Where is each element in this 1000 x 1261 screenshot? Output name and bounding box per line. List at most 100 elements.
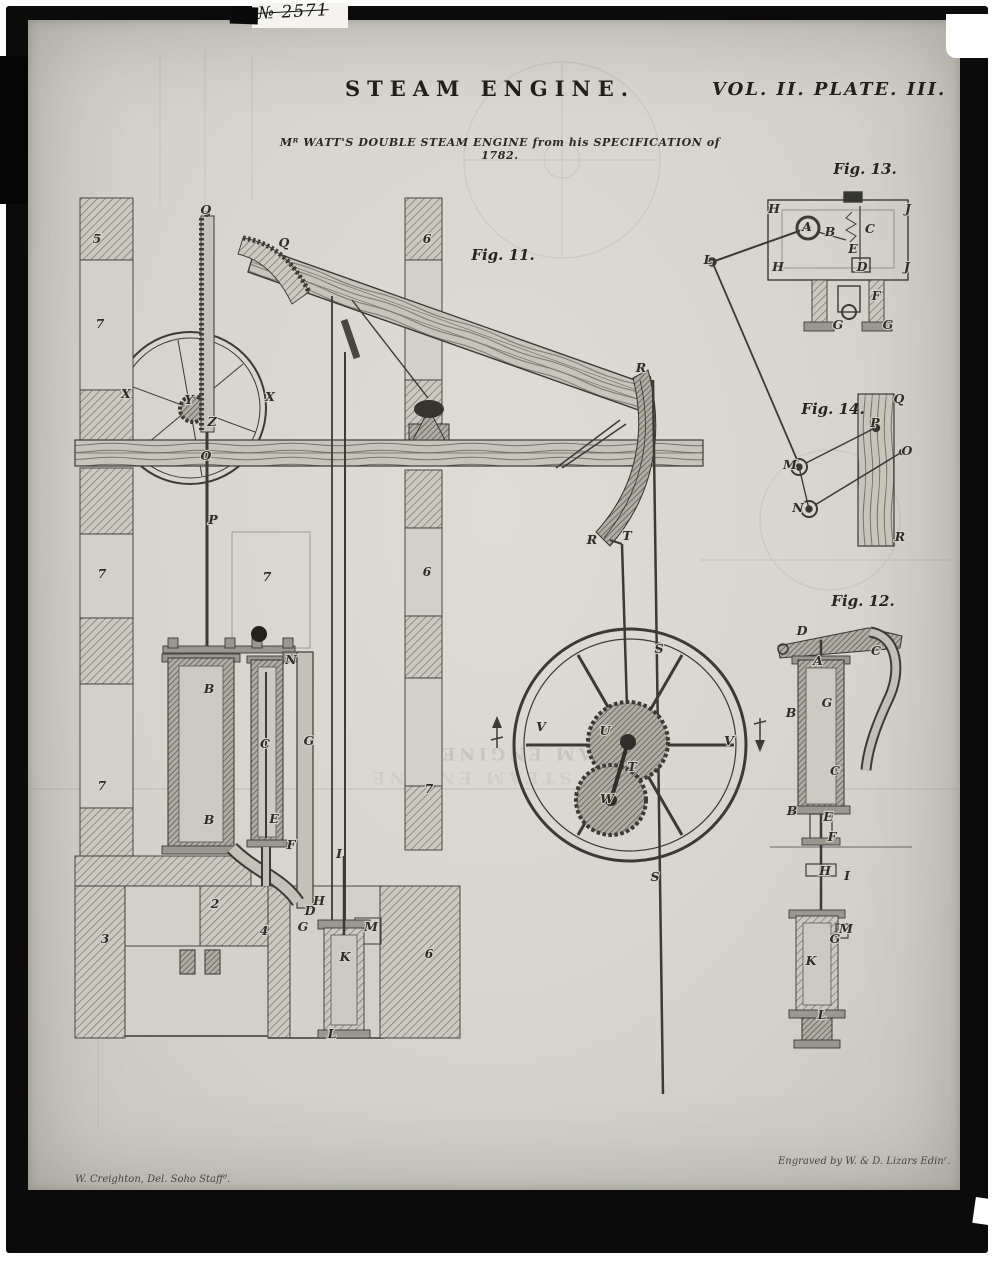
label-fig13-L: L — [703, 252, 713, 267]
label-fig11-W: W — [600, 791, 616, 806]
handwritten-note-background — [252, 3, 348, 28]
label-fig14-R: R — [894, 529, 905, 544]
handwritten-note-blob — [229, 6, 259, 25]
plate-subtitle: Mᴿ WATT'S DOUBLE STEAM ENGINE from his S… — [279, 136, 721, 162]
label-numbers-4: 4 — [260, 923, 269, 938]
label-fig11-S: S — [650, 869, 659, 884]
fig11-label: Fig. 11. — [471, 246, 535, 264]
label-fig13-J: J — [903, 201, 912, 216]
label-fig12-I: I — [843, 868, 851, 883]
label-fig11-B: B — [203, 681, 215, 696]
label-fig13-G: G — [833, 317, 844, 332]
label-fig11-C: C — [260, 736, 270, 751]
label-fig13-G: G — [883, 317, 894, 332]
scan-corner-notch — [946, 14, 998, 58]
fig12-drawing — [770, 626, 912, 1049]
label-fig13-E: E — [847, 241, 858, 256]
label-fig11-X: X — [264, 389, 276, 404]
label-fig11-O: O — [201, 448, 212, 463]
sun-planet-gear — [574, 700, 670, 837]
label-fig11-Q: Q — [279, 235, 290, 250]
label-fig13-C: C — [865, 221, 875, 236]
fig14-drawing — [790, 393, 906, 547]
delineator-credit: W. Creighton, Del. Soho Staffᵈ. — [75, 1174, 231, 1185]
label-numbers-7: 7 — [98, 566, 107, 581]
label-fig11-M: M — [363, 919, 379, 934]
show-through-ghosts — [159, 50, 950, 591]
label-fig11-I: I — [335, 846, 343, 861]
foundation-right — [379, 885, 461, 1039]
label-fig12-M: M — [838, 921, 854, 936]
label-fig11-X: X — [120, 386, 132, 401]
label-fig11-R: R — [635, 360, 646, 375]
steam-pipe-g — [296, 651, 314, 909]
label-fig11-L: L — [327, 1026, 337, 1041]
label-fig12-C: C — [830, 763, 840, 778]
label-numbers-7: 7 — [425, 781, 434, 796]
label-fig13-D: D — [856, 259, 868, 274]
spring-beam — [74, 439, 704, 467]
label-fig12-F: F — [827, 829, 838, 844]
label-fig11-V: V — [536, 719, 547, 734]
label-fig11-F: F — [286, 837, 297, 852]
air-pump — [317, 856, 382, 1039]
label-fig14-O: O — [902, 443, 913, 458]
label-fig11-D: D — [304, 903, 316, 918]
label-fig12-G: G — [830, 931, 841, 946]
label-numbers-5: 5 — [93, 231, 102, 246]
fig13-label: Fig. 13. — [833, 160, 897, 178]
label-fig12-C: C — [871, 643, 881, 658]
ghost-subtitle-text: STEAM ENGINE — [368, 767, 571, 787]
plate-title: STEAM ENGINE. — [344, 76, 636, 101]
cylinder-works — [161, 626, 314, 909]
label-fig12-B: B — [785, 705, 797, 720]
label-fig13-B: B — [824, 224, 836, 239]
label-fig12-D: D — [796, 623, 808, 638]
masonry-center-wall — [404, 197, 443, 851]
scan-edge-blob — [0, 56, 28, 204]
beam-strap — [340, 318, 361, 360]
label-fig11-N: N — [284, 652, 297, 667]
label-fig14-M: M — [782, 457, 798, 472]
great-beam — [247, 245, 653, 413]
label-fig11-E: E — [268, 811, 279, 826]
label-fig13-H: H — [771, 259, 785, 274]
masonry-left-wall — [79, 197, 134, 857]
fig13-drawing — [707, 191, 909, 463]
label-fig14-N: N — [791, 500, 804, 515]
label-fig12-A: A — [812, 653, 823, 668]
label-fig11-S: S — [654, 641, 663, 656]
label-numbers-7: 7 — [98, 778, 107, 793]
label-fig11-Z: Z — [206, 414, 217, 429]
label-fig14-P: P — [869, 415, 880, 430]
fig12-label: Fig. 12. — [831, 592, 895, 610]
valve-gear-rod — [713, 265, 799, 463]
label-numbers-2: 2 — [210, 896, 220, 911]
label-fig11-Y: Y — [185, 392, 195, 407]
label-numbers-3: 3 — [101, 931, 110, 946]
label-fig11-O: O — [201, 202, 212, 217]
foundation-left — [74, 855, 269, 1039]
label-fig11-K: K — [339, 949, 352, 964]
label-fig11-G: G — [298, 919, 309, 934]
label-fig12-G: G — [822, 695, 833, 710]
label-fig11-T: T — [627, 759, 638, 774]
label-numbers-7: 7 — [96, 316, 105, 331]
label-fig13-H: H — [767, 201, 781, 216]
label-fig13-F: F — [871, 288, 882, 303]
label-fig11-G: G — [304, 733, 315, 748]
volume-plate-label: VOL. II. PLATE. III. — [712, 79, 947, 100]
label-fig11-R: R — [586, 532, 597, 547]
arch-head — [555, 369, 657, 547]
mid-panel — [231, 531, 311, 649]
label-fig11-V: V — [724, 733, 735, 748]
sector-rack — [199, 211, 312, 433]
label-fig11-P: P — [207, 512, 218, 527]
engraver-credit: Engraved by W. & D. Lizars Edinʳ. — [778, 1156, 951, 1167]
